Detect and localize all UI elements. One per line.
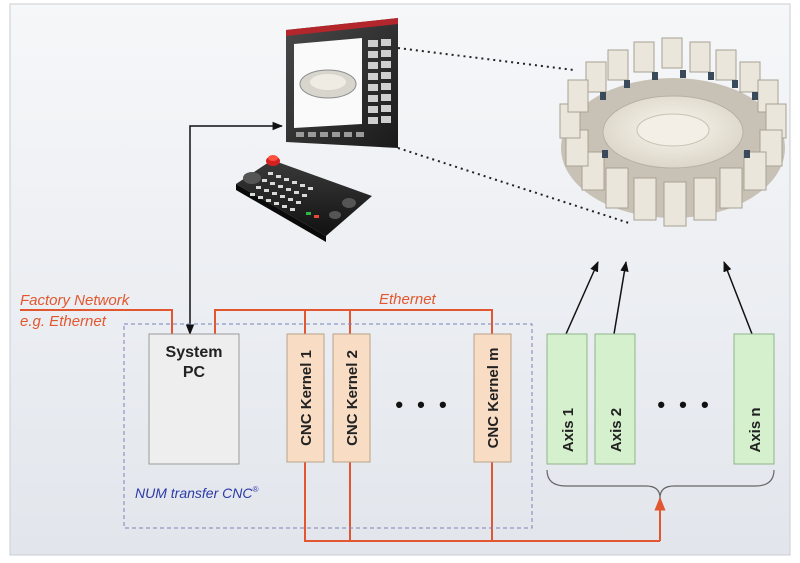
system-pc-label-line2: PC — [183, 364, 206, 381]
axis-1: Axis 1 — [546, 333, 588, 465]
factory-network-sublabel: e.g. Ethernet — [20, 313, 107, 330]
axis-1-arrow — [565, 261, 599, 335]
cnc-kernel-2: CNC Kernel 2 — [332, 333, 371, 463]
rotary-transfer-machine-image — [559, 37, 787, 227]
axis-1-label: Axis 1 — [560, 408, 577, 452]
cnc-kernel-1-label: CNC Kernel 1 — [298, 350, 315, 446]
projection-line-bottom — [397, 147, 633, 225]
num-transfer-cnc-group — [123, 323, 533, 529]
pc-monitor-arrow — [185, 121, 284, 336]
factory-network-label: Factory Network — [20, 292, 131, 309]
axis-2-label: Axis 2 — [608, 408, 625, 452]
axis-n-label: Axis n — [747, 407, 764, 452]
axis-n-arrow — [723, 261, 753, 335]
axis-n: Axis n — [733, 333, 775, 465]
ethernet-label: Ethernet — [379, 291, 437, 308]
axes-brace — [546, 469, 775, 499]
cnc-kernel-m-label: CNC Kernel m — [485, 348, 502, 449]
axis-2: Axis 2 — [594, 333, 636, 465]
cnc-kernel-m: CNC Kernel m — [473, 333, 512, 463]
system-pc-label-line1: System — [166, 344, 223, 361]
factory-network-line — [20, 309, 173, 334]
kernels-ellipsis: • • • — [395, 392, 450, 417]
hmi-monitor-image — [286, 18, 398, 148]
system-pc-box — [148, 333, 240, 465]
cnc-kernel-1: CNC Kernel 1 — [286, 333, 325, 463]
axes-ellipsis: • • • — [657, 392, 712, 417]
axis-2-arrow — [613, 260, 629, 335]
num-transfer-cnc-label: NUM transfer CNC® — [135, 485, 258, 501]
cnc-kernel-2-label: CNC Kernel 2 — [344, 350, 361, 446]
